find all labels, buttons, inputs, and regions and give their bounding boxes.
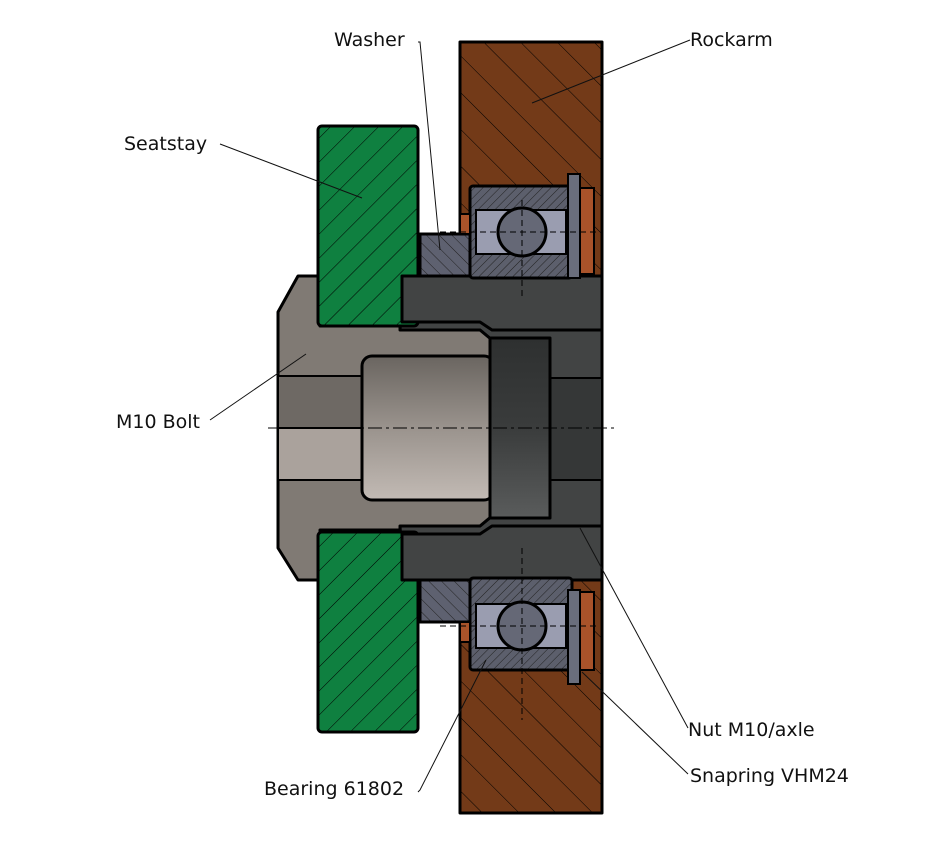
- washer-part: [418, 232, 474, 624]
- nut-leader: [579, 527, 689, 729]
- bearing-leader: [417, 659, 487, 793]
- leader-lines: [209, 39, 691, 793]
- seatstay-part: [316, 124, 420, 734]
- rockarm-leader: [531, 39, 691, 104]
- snapring-leader: [581, 671, 689, 775]
- washer-leader: [418, 41, 441, 251]
- nut-flange: [400, 274, 604, 582]
- seatstay-leader: [219, 143, 363, 199]
- rockarm-label: Rockarm: [690, 29, 773, 51]
- snapring-part: [459, 173, 595, 685]
- seatstay-label: Seatstay: [124, 133, 207, 155]
- bearing-label: Bearing 61802: [264, 778, 404, 800]
- snapring-label: Snapring VHM24: [690, 765, 849, 787]
- m10-bolt-label: M10 Bolt: [116, 411, 200, 433]
- nut-label: Nut M10/axle: [688, 719, 815, 741]
- bolt-leader: [209, 353, 307, 421]
- washer-label: Washer: [334, 29, 405, 51]
